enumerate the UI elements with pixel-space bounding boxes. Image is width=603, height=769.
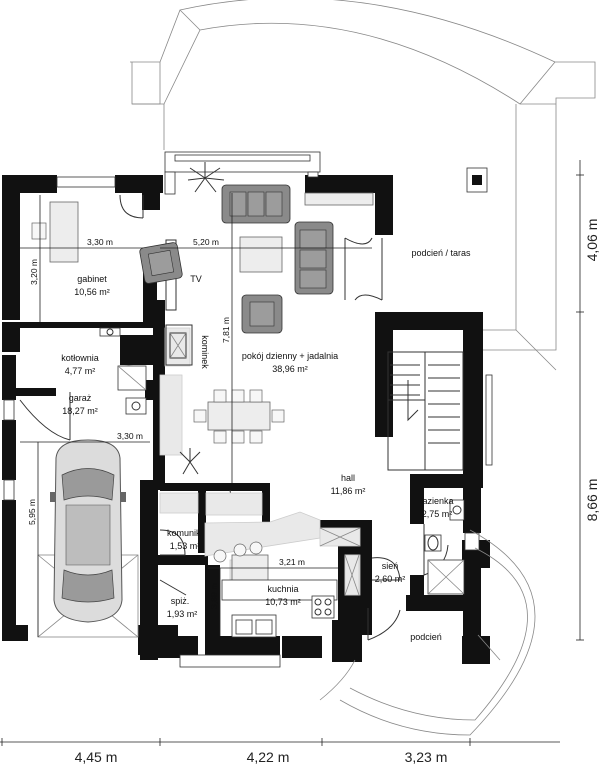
tv-label: TV: [190, 274, 202, 284]
room-gabinet-name: gabinet: [77, 274, 107, 284]
room-kotlownia-name: kotłownia: [61, 353, 99, 363]
kominek-label: kominek: [200, 335, 210, 369]
dim-living-width: 5,20 m: [193, 237, 219, 247]
dim-garage-depth: 5,95 m: [27, 499, 37, 525]
room-pokoj-name: pokój dzienny + jadalnia: [242, 351, 338, 361]
room-garaz-name: garaż: [69, 393, 92, 403]
dim-right-bottom: 8,66 m: [584, 479, 600, 522]
car-icon: [37, 439, 139, 638]
room-pokoj-area: 38,96 m²: [272, 364, 308, 374]
dimension-labels: 3,30 m 3,20 m 5,20 m 7,81 m 3,30 m 5,95 …: [27, 219, 600, 765]
porch-arc: [319, 529, 536, 736]
room-kuchnia-name: kuchnia: [267, 584, 298, 594]
windows: [3, 151, 493, 668]
dim-kitchen-depth: 3,89 m: [209, 583, 219, 609]
room-labels: gabinet 10,56 m² kotłownia 4,77 m² garaż…: [61, 248, 471, 642]
room-kotlownia-area: 4,77 m²: [65, 366, 96, 376]
room-lazienka-area: 2,75 m²: [422, 509, 453, 519]
plant-icon: [179, 162, 225, 475]
dim-bottom-left: 4,45 m: [75, 749, 118, 765]
dining-set: [193, 389, 285, 444]
dim-bottom-right: 3,23 m: [405, 749, 448, 765]
room-komunik-name: komunik.: [167, 528, 203, 538]
room-sien-name: sień: [382, 561, 399, 571]
room-spiz-area: 1,93 m²: [167, 609, 198, 619]
room-podcien-name: podcień: [410, 632, 442, 642]
bathroom-fittings: [424, 499, 465, 595]
living-furniture: [139, 184, 374, 334]
room-spiz-name: spiż.: [171, 596, 190, 606]
room-lazienka-name: łazienka: [420, 496, 453, 506]
dim-kitchen-width: 3,21 m: [279, 557, 305, 567]
dim-garage-width: 3,30 m: [117, 431, 143, 441]
room-komunik-area: 1,53 m²: [170, 541, 201, 551]
dim-gabinet-width: 3,30 m: [87, 237, 113, 247]
room-sien-area: 2,60 m²: [375, 574, 406, 584]
stairs: [387, 351, 464, 471]
room-hall-area: 11,86 m²: [331, 486, 366, 496]
room-gabinet-area: 10,56 m²: [74, 287, 110, 297]
dim-bottom-middle: 4,22 m: [247, 749, 290, 765]
desk: [31, 201, 121, 337]
room-podcien-taras-name: podcień / taras: [411, 248, 471, 258]
dim-gabinet-depth: 3,20 m: [29, 259, 39, 285]
room-garaz-area: 18,27 m²: [62, 406, 98, 416]
dim-living-depth: 7,81 m: [221, 317, 231, 343]
terrace-outline: [130, 0, 596, 371]
room-hall-name: hall: [341, 473, 355, 483]
posts: [466, 167, 488, 193]
boiler: [117, 365, 147, 415]
dimension-lines: [20, 193, 372, 637]
outer-dimensions: [0, 160, 584, 746]
dim-right-top: 4,06 m: [584, 219, 600, 262]
kitchen-fittings: [213, 527, 361, 638]
room-kuchnia-area: 10,73 m²: [265, 597, 301, 607]
